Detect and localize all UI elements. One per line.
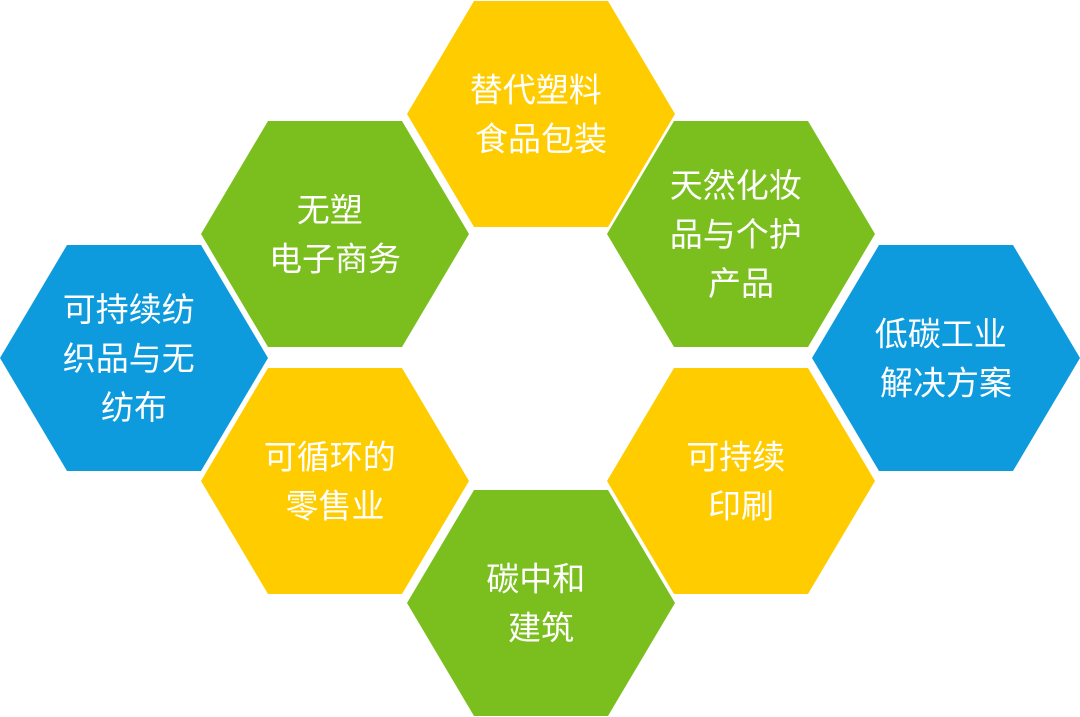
label-line: 替代塑料 xyxy=(470,71,602,110)
hexagon-shape xyxy=(407,1,675,227)
hex-sustainable-textiles: 可持续纺 织品与无 纺布 xyxy=(0,245,268,471)
hex-sustainable-printing: 可持续 印刷 xyxy=(607,368,875,594)
label-line: 织品与无 xyxy=(63,339,195,378)
hexagon-label: 低碳工业 解决方案 xyxy=(875,315,1018,403)
label-line: 无塑 xyxy=(297,191,363,230)
label-line: 解决方案 xyxy=(880,364,1012,403)
label-line: 电子商务 xyxy=(269,240,401,279)
hexagon-shape xyxy=(607,368,875,594)
label-line: 低碳工业 xyxy=(875,315,1007,354)
hexagon-label: 可持续 印刷 xyxy=(686,438,796,526)
hexagon-shape xyxy=(607,121,875,347)
hex-plastic-free-food-packaging: 替代塑料 食品包装 xyxy=(407,1,675,227)
hexagon-shape xyxy=(812,245,1080,471)
hexagon-shape xyxy=(407,490,675,716)
hexagon-label: 无塑 电子商务 xyxy=(269,191,401,279)
hexagon-shape xyxy=(201,121,469,347)
hexagon-label: 可循环的 零售业 xyxy=(264,438,407,526)
hexagon-label: 替代塑料 食品包装 xyxy=(470,71,613,159)
label-line: 纺布 xyxy=(101,388,167,427)
hex-plastic-free-ecommerce: 无塑 电子商务 xyxy=(201,121,469,347)
label-line: 产品 xyxy=(708,264,774,303)
hex-low-carbon-industry: 低碳工业 解决方案 xyxy=(812,245,1080,471)
label-line: 零售业 xyxy=(286,487,385,526)
label-line: 建筑 xyxy=(508,609,574,648)
hexagon-shape xyxy=(201,368,469,594)
label-line: 可持续纺 xyxy=(63,290,195,329)
label-line: 可持续 xyxy=(686,438,785,477)
label-line: 品与个护 xyxy=(670,215,802,254)
hexagon-label: 碳中和 建筑 xyxy=(486,560,596,648)
hexagon-label: 可持续纺 织品与无 纺布 xyxy=(63,290,206,427)
label-line: 天然化妆 xyxy=(670,166,802,205)
label-line: 可循环的 xyxy=(264,438,396,477)
hexagon-label: 天然化妆 品与个护 产品 xyxy=(670,166,813,303)
label-line: 碳中和 xyxy=(486,560,585,599)
hex-circular-retail: 可循环的 零售业 xyxy=(201,368,469,594)
label-line: 印刷 xyxy=(708,487,774,526)
hex-carbon-neutral-building: 碳中和 建筑 xyxy=(407,490,675,716)
hex-natural-cosmetics: 天然化妆 品与个护 产品 xyxy=(607,121,875,347)
hexagon-shape xyxy=(0,245,268,471)
label-line: 食品包装 xyxy=(475,120,607,159)
